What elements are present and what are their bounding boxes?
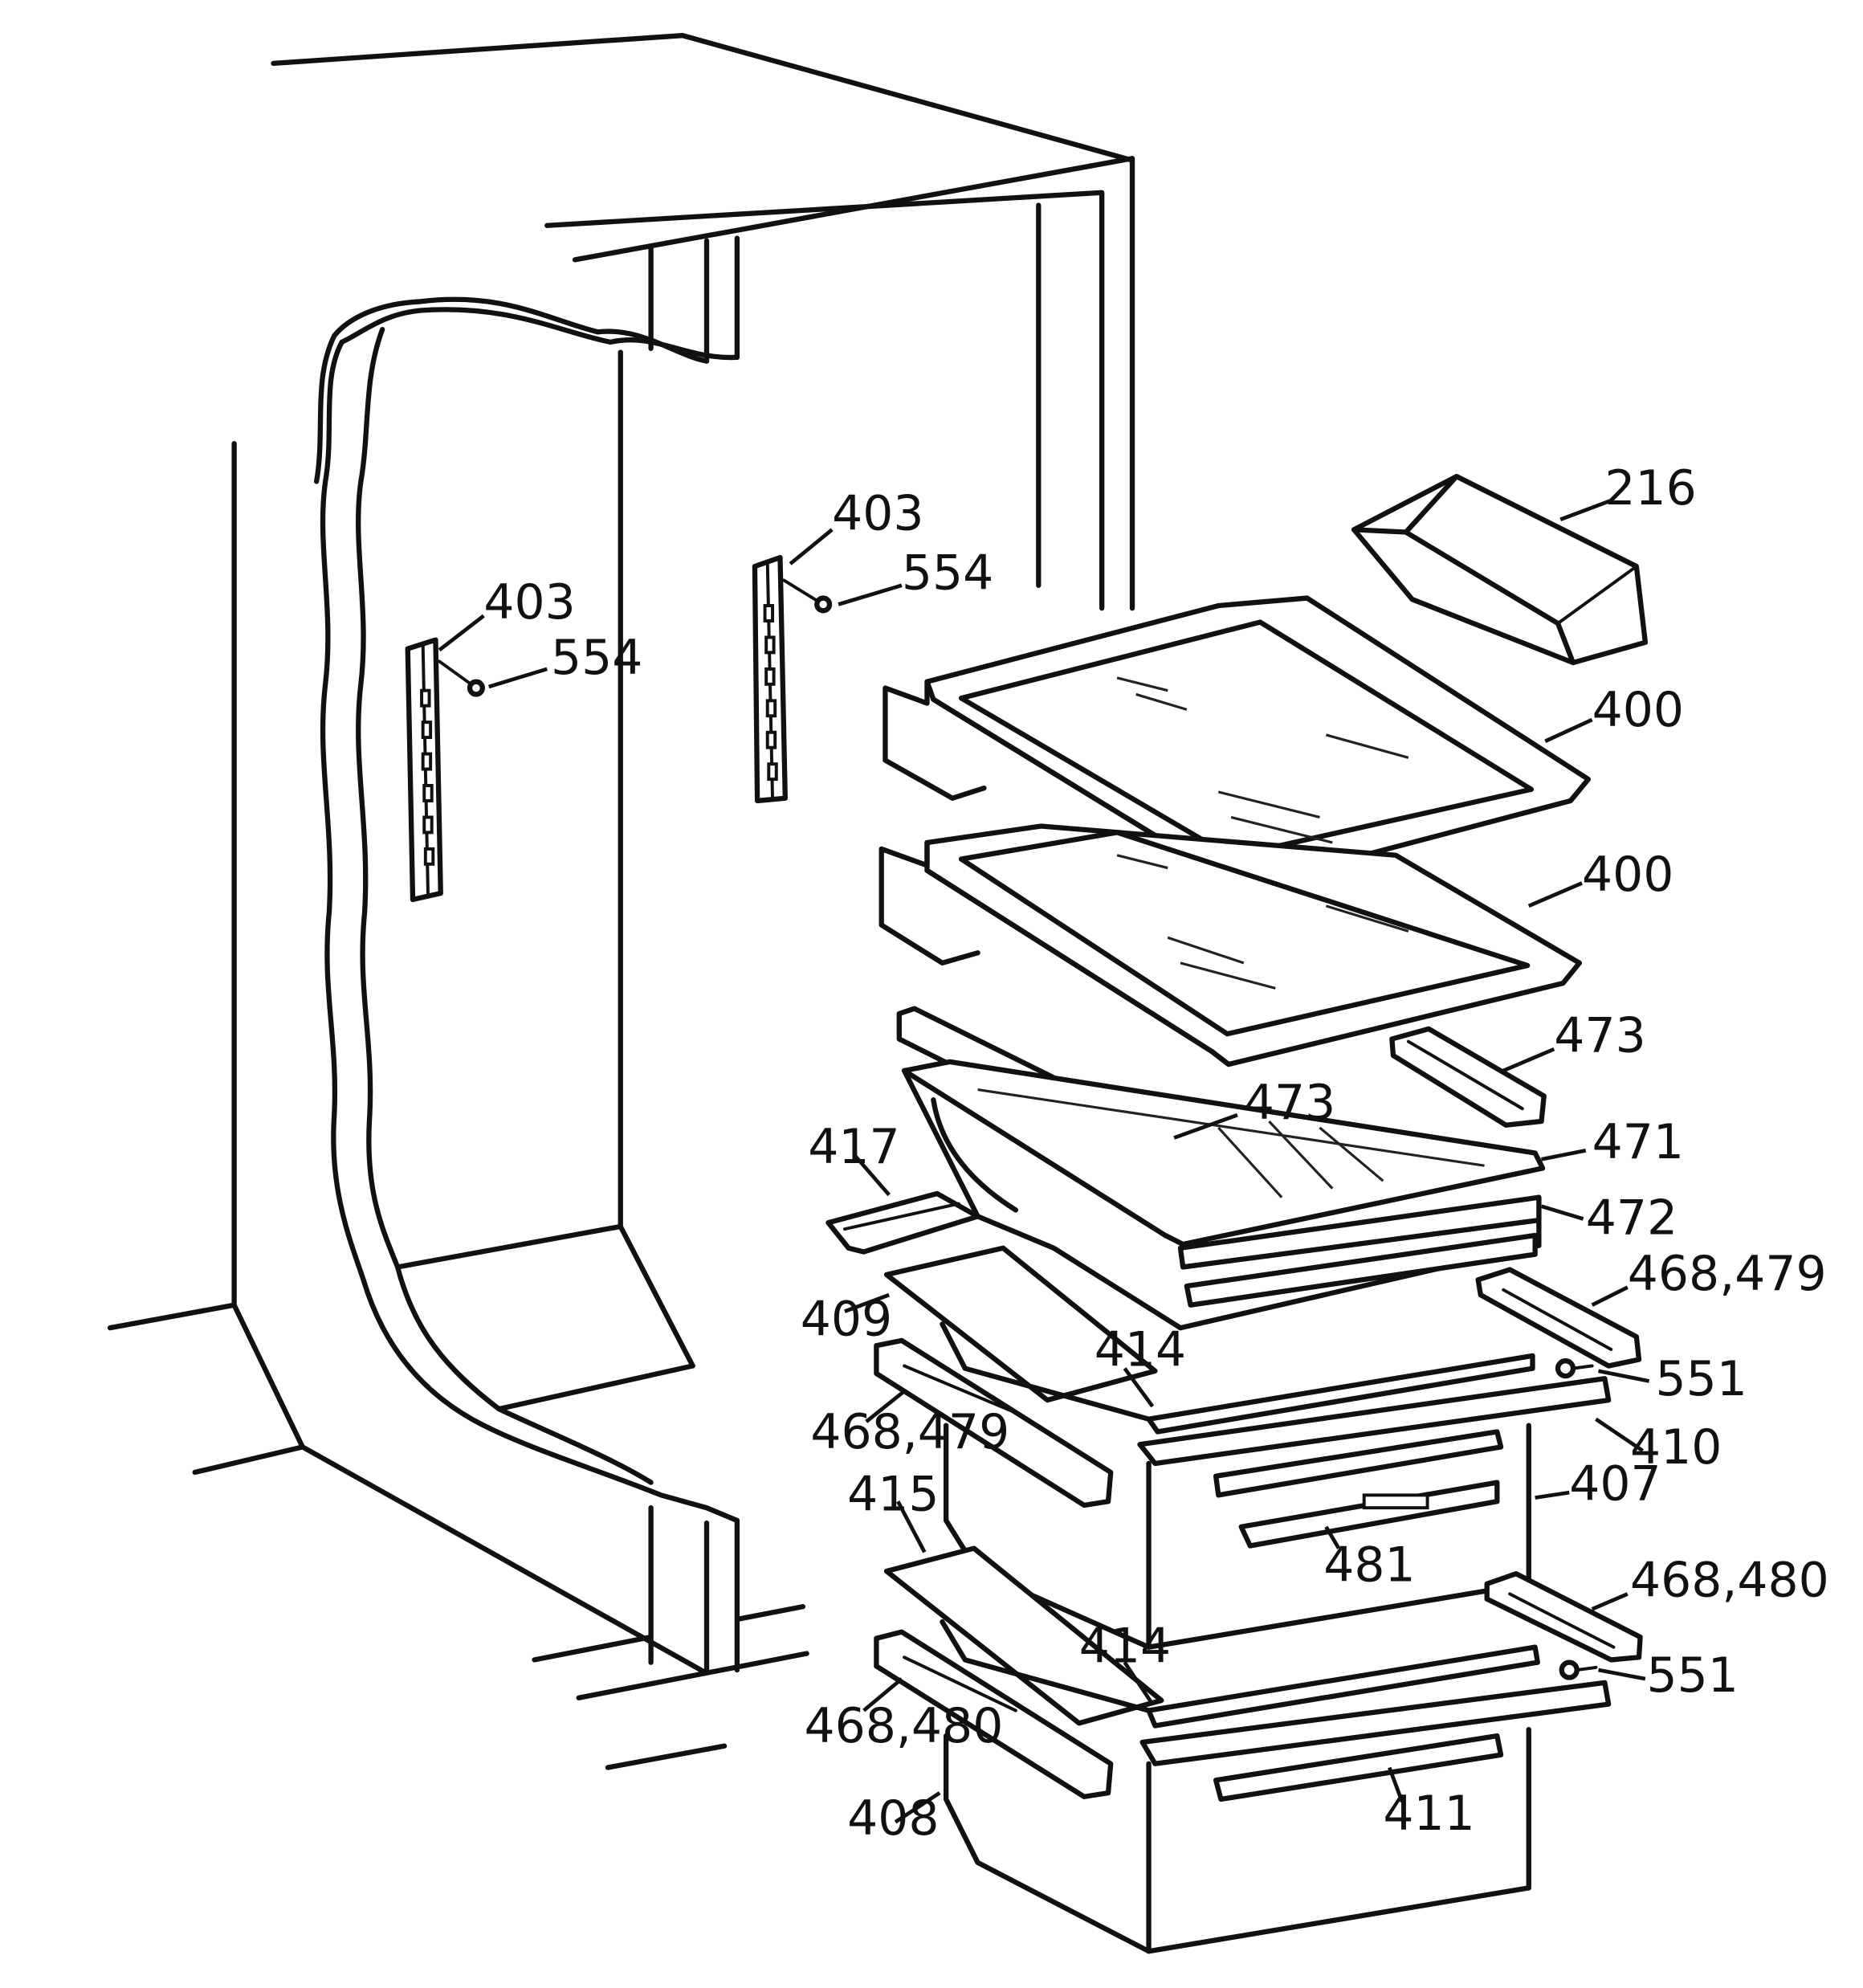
callout-551-lower: 551 xyxy=(1646,1647,1738,1704)
screw-554-right xyxy=(782,578,833,614)
screw-551-lower xyxy=(1559,1659,1598,1680)
refrigerator-cabinet xyxy=(107,33,1135,1770)
callout-468-480-left: 468,480 xyxy=(804,1698,1003,1754)
callout-216: 216 xyxy=(1604,460,1696,516)
callout-410: 410 xyxy=(1630,1419,1722,1476)
slide-rail-473-right xyxy=(1389,1026,1547,1128)
shelf-support-rail-left xyxy=(405,637,443,903)
drawer-407 xyxy=(940,1321,1612,1650)
callout-408: 408 xyxy=(847,1790,939,1847)
drawer-slide-468-480-left xyxy=(874,1629,1114,1799)
callout-403-right: 403 xyxy=(832,485,923,541)
callout-400-top: 400 xyxy=(1592,682,1684,738)
drawer-slide-468-480-right xyxy=(1484,1571,1643,1663)
crisper-bin-472 xyxy=(901,1067,1542,1331)
slide-rail-417 xyxy=(826,1190,980,1255)
callout-labels: 216 400 400 403 403 554 554 473 473 471 … xyxy=(483,460,1828,1847)
callout-409: 409 xyxy=(801,1292,892,1348)
screw-554-left xyxy=(438,659,485,697)
callout-554-left: 554 xyxy=(551,630,642,686)
drawer-slide-468-479-right xyxy=(1475,1267,1642,1369)
callout-551-upper: 551 xyxy=(1656,1351,1747,1407)
callout-411: 411 xyxy=(1383,1786,1474,1842)
callout-403-left: 403 xyxy=(483,574,575,631)
glass-shelf-400-second xyxy=(879,823,1583,1067)
callout-481: 481 xyxy=(1323,1537,1415,1594)
glass-panel-409 xyxy=(883,1245,1158,1403)
glass-shelf-400-top xyxy=(883,595,1592,892)
leader-lines xyxy=(438,498,1650,1824)
callout-400-second: 400 xyxy=(1582,847,1673,903)
callout-415: 415 xyxy=(847,1466,939,1522)
callout-473-right: 473 xyxy=(1554,1007,1645,1063)
callout-473-center: 473 xyxy=(1244,1075,1335,1131)
callout-468-479-right: 468,479 xyxy=(1628,1246,1827,1302)
callout-468-479-left: 468,479 xyxy=(810,1404,1009,1460)
callout-468-480-right: 468,480 xyxy=(1630,1553,1829,1609)
callout-407: 407 xyxy=(1569,1456,1661,1512)
screw-551-upper xyxy=(1555,1358,1594,1379)
callout-472: 472 xyxy=(1586,1190,1678,1246)
callout-471: 471 xyxy=(1592,1114,1684,1170)
door-bin-216 xyxy=(1351,473,1649,666)
drawer-slide-468-479-left xyxy=(874,1337,1114,1508)
callout-414-upper: 414 xyxy=(1095,1321,1186,1378)
callout-417: 417 xyxy=(808,1119,899,1175)
callout-554-right: 554 xyxy=(902,545,993,602)
crisper-cover-frame-471 xyxy=(896,1006,1546,1247)
shelf-support-rail-right xyxy=(752,554,788,804)
drawer-408 xyxy=(940,1619,1612,1954)
callout-414-lower: 414 xyxy=(1079,1619,1171,1675)
